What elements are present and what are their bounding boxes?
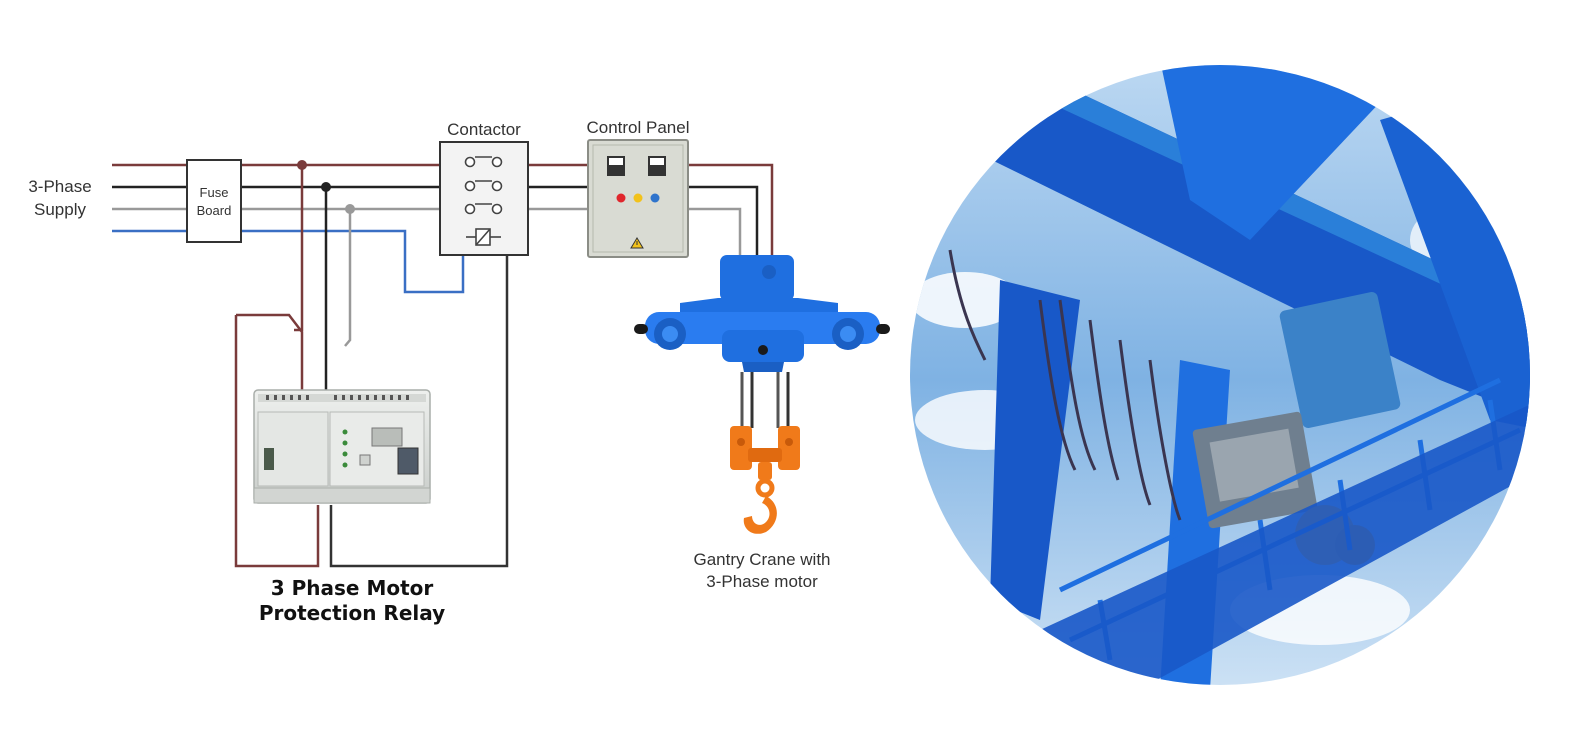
control-panel-label: Control Panel <box>586 118 689 137</box>
wire-junctions <box>297 160 355 214</box>
contactor-label: Contactor <box>447 120 521 139</box>
fuse-board: Fuse Board <box>186 159 242 243</box>
supply-label-line2: Supply <box>34 200 86 219</box>
crane-label-line1: Gantry Crane with <box>694 550 831 569</box>
gantry-crane-trolley-icon <box>634 255 890 428</box>
supply-wires <box>112 163 774 294</box>
din-rail-relay-icon <box>253 389 431 504</box>
indicator-blue <box>650 193 660 203</box>
control-panel <box>587 139 689 258</box>
indicator-red <box>616 193 626 203</box>
crane-hook-icon <box>730 426 800 534</box>
relay-title-line2: Protection Relay <box>259 601 445 625</box>
fuse-board-label-line2: Board <box>197 203 232 218</box>
fuse-board-label-line1: Fuse <box>200 185 229 200</box>
contactor <box>439 141 529 256</box>
gantry-crane-photo <box>910 65 1530 685</box>
breaker-switch-icon <box>607 156 666 176</box>
indicator-yellow <box>633 193 643 203</box>
relay-title-line1: 3 Phase Motor <box>271 576 434 600</box>
supply-label-line1: 3-Phase <box>28 177 91 196</box>
warning-triangle-icon <box>630 237 644 249</box>
contactor-coil-icon <box>466 228 501 246</box>
crane-label-line2: 3-Phase motor <box>706 572 818 591</box>
relay-wires <box>234 165 509 568</box>
